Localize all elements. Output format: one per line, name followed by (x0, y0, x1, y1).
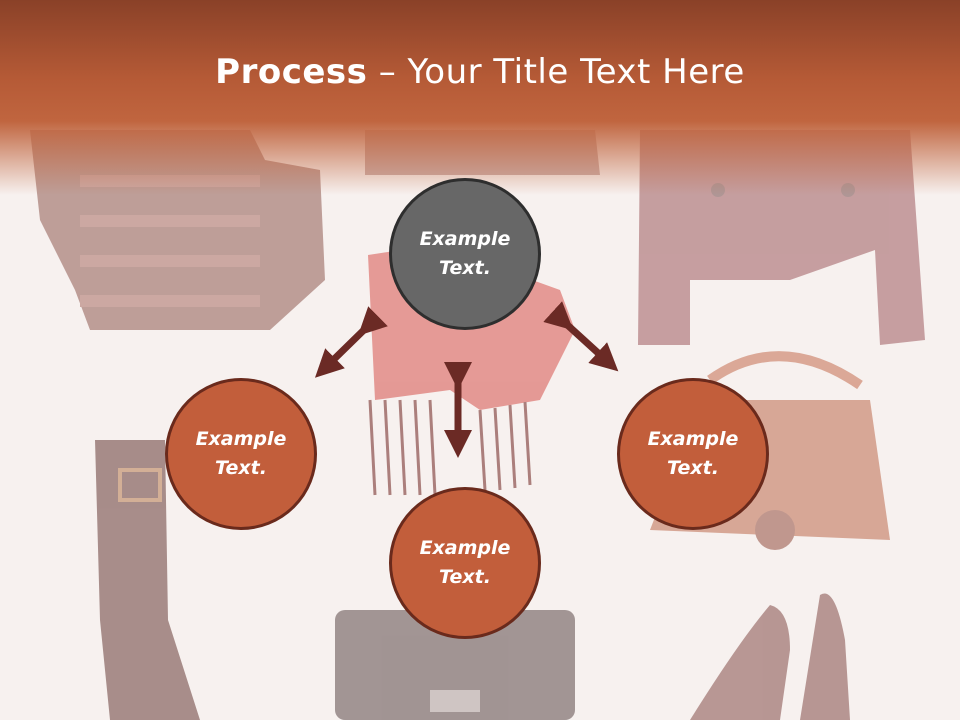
circle-right-label: Example Text. (647, 428, 739, 479)
process-circle-bottom: Example Text. (389, 487, 541, 639)
shoes-illustration (690, 593, 850, 720)
circle-top-label: Example Text. (419, 228, 511, 279)
process-circle-right: Example Text. (617, 378, 769, 530)
process-circle-left: Example Text. (165, 378, 317, 530)
slide-title: Process – Your Title Text Here (0, 52, 960, 92)
process-circle-top: Example Text. (389, 178, 541, 330)
title-dash: – (367, 52, 408, 92)
arrow-upper-left (314, 306, 388, 378)
bottom-bag-illustration (335, 610, 575, 720)
title-rest: Your Title Text Here (407, 52, 745, 92)
title-bold: Process (215, 52, 368, 92)
circle-bottom-label: Example Text. (419, 537, 511, 588)
boot-illustration (95, 440, 200, 720)
title-banner (0, 0, 960, 195)
circle-left-label: Example Text. (195, 428, 287, 479)
arrow-upper-right (543, 301, 619, 372)
